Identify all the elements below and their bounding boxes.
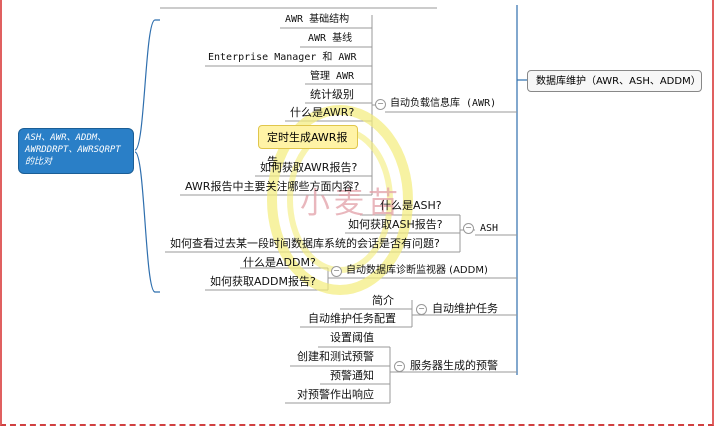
branch-label-alerts[interactable]: 服务器生成的预警 <box>410 359 498 372</box>
branch-label-addm[interactable]: 自动数据库诊断监视器 (ADDM) <box>346 265 488 276</box>
alerts-item-threshold[interactable]: 设置阈值 <box>330 331 374 344</box>
awr-item-baseline[interactable]: AWR 基线 <box>308 33 353 44</box>
tasks-item-config[interactable]: 自动维护任务配置 <box>308 312 396 325</box>
awr-item-what[interactable]: 什么是AWR? <box>290 106 355 119</box>
awr-item-manage[interactable]: 管理 AWR <box>310 71 355 82</box>
awr-item-em[interactable]: Enterprise Manager 和 AWR <box>208 52 357 63</box>
root-node[interactable]: ASH、AWR、ADDM、AWRDDRPT、AWRSQRPT的比对 <box>18 128 134 174</box>
awr-item-focus[interactable]: AWR报告中主要关注哪些方面内容? <box>185 180 360 193</box>
addm-item-get-report[interactable]: 如何获取ADDM报告? <box>210 275 316 288</box>
main-topic-node[interactable]: 数据库维护（AWR、ASH、ADDM） <box>527 70 702 92</box>
branch-label-ash[interactable]: ASH <box>480 223 499 234</box>
collapse-toggle-ash[interactable]: − <box>463 223 474 234</box>
ash-item-get-report[interactable]: 如何获取ASH报告? <box>348 218 443 231</box>
awr-item-get-report[interactable]: 如何获取AWR报告? <box>260 161 358 174</box>
alerts-item-notify[interactable]: 预警通知 <box>330 369 374 382</box>
awr-item-infrastructure[interactable]: AWR 基础结构 <box>285 14 350 25</box>
awr-item-schedule-callout[interactable]: 定时生成AWR报告 <box>258 125 358 168</box>
collapse-toggle-alerts[interactable]: − <box>394 361 405 372</box>
branch-label-tasks[interactable]: 自动维护任务 <box>432 302 498 315</box>
ash-item-what[interactable]: 什么是ASH? <box>380 199 442 212</box>
awr-item-stat-level[interactable]: 统计级别 <box>310 88 354 101</box>
branch-label-awr[interactable]: 自动负载信息库 (AWR) <box>390 98 497 109</box>
watermark-text: 小麦苗 <box>300 186 402 221</box>
ash-item-history[interactable]: 如何查看过去某一段时间数据库系统的会话是否有问题? <box>170 237 440 250</box>
addm-item-what[interactable]: 什么是ADDM? <box>243 256 316 269</box>
collapse-toggle-tasks[interactable]: − <box>416 304 427 315</box>
alerts-item-create-test[interactable]: 创建和测试预警 <box>297 350 374 363</box>
tasks-item-intro[interactable]: 简介 <box>372 294 394 307</box>
collapse-toggle-addm[interactable]: − <box>331 266 342 277</box>
collapse-toggle-awr[interactable]: − <box>375 99 386 110</box>
alerts-item-respond[interactable]: 对预警作出响应 <box>297 388 374 401</box>
